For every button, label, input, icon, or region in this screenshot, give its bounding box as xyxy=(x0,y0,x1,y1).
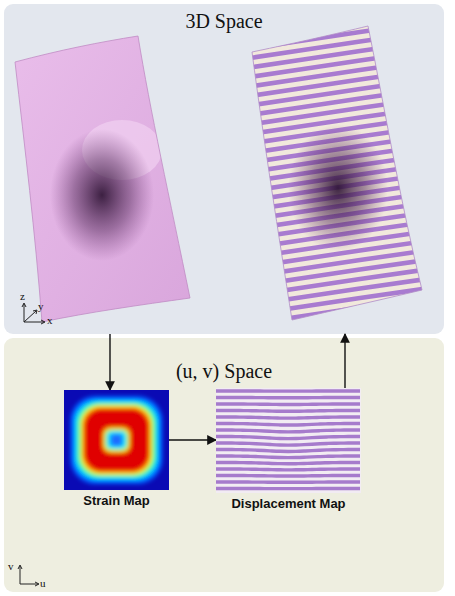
map-label: Displacement Map xyxy=(216,496,361,511)
axis-label: v xyxy=(8,560,14,572)
map-label: Strain Map xyxy=(64,493,169,508)
axis-label: y xyxy=(38,300,44,312)
axis-label: u xyxy=(40,577,46,589)
displacement-map: Displacement Map xyxy=(216,388,361,511)
strain-heatmap xyxy=(64,390,169,490)
flow-arrow xyxy=(109,334,110,390)
space-panel: (u, v) SpaceStrain Map Displacement Map xyxy=(4,338,444,592)
flow-arrow xyxy=(169,439,216,440)
panel-title: (u, v) Space xyxy=(4,338,444,383)
surface-3d xyxy=(15,36,190,322)
axis-label: z xyxy=(20,290,25,302)
panel-ground xyxy=(4,338,444,592)
uv-axis-icon xyxy=(18,565,39,586)
panel-ground xyxy=(4,4,444,334)
space-panel: 3D Space xyxy=(4,4,444,334)
striped-surface-3d xyxy=(240,22,430,364)
axis-label: x xyxy=(47,314,53,326)
stripe-map xyxy=(216,388,361,493)
flow-arrow xyxy=(344,334,345,388)
panel-title: 3D Space xyxy=(4,4,444,33)
strain-map: Strain Map xyxy=(64,390,169,508)
